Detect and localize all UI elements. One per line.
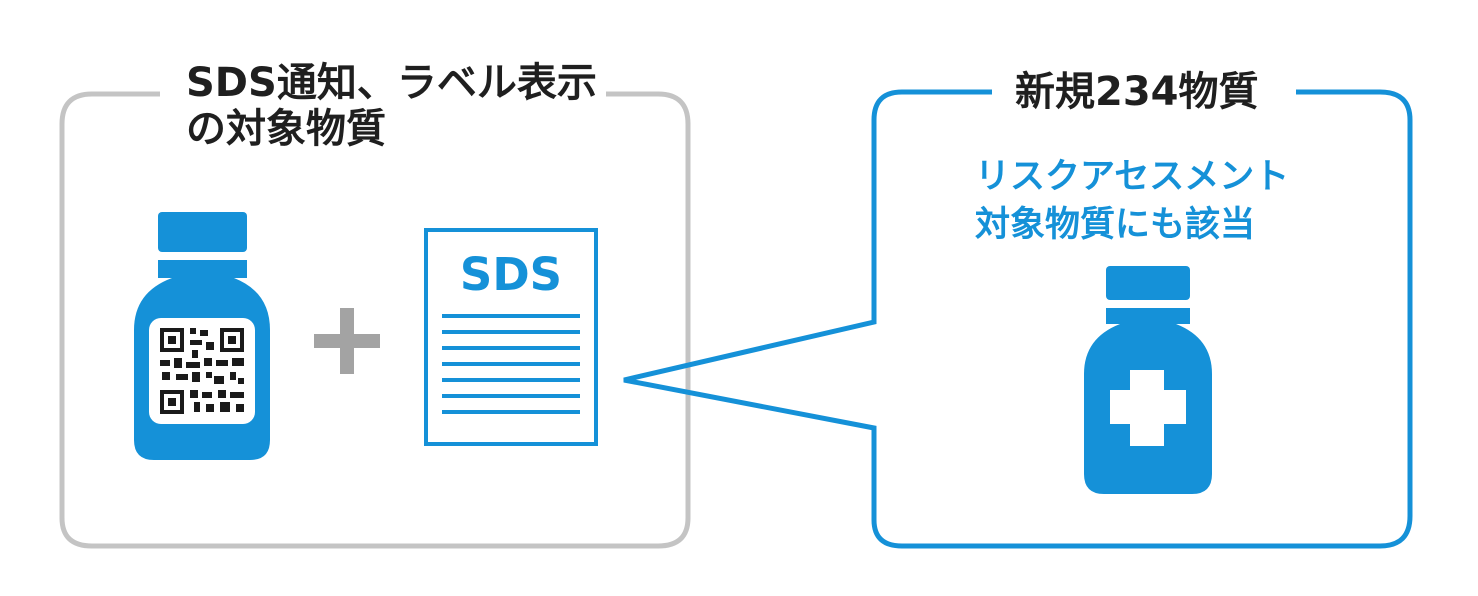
qr-code-bottle-icon [134,212,270,460]
left-title-line-1: SDS通知、ラベル表示 [186,60,597,106]
medical-bottle-icon [1084,266,1212,494]
left-frame [59,91,691,549]
left-title-line-2: の対象物質 [186,106,386,152]
right-subtitle-line-2: 対象物質にも該当 [975,205,1256,245]
speech-bubble-frame [623,89,1413,549]
right-box-title: 新規234物質 [1015,69,1259,115]
left-box-title: SDS通知、ラベル表示 の対象物質 [186,60,597,152]
sds-document-label: SDS [459,248,563,301]
plus-icon [314,308,380,374]
right-subtitle-line-1: リスクアセスメント [975,157,1290,197]
right-box-subtitle: リスクアセスメント 対象物質にも該当 [975,153,1289,249]
document-icon [424,228,598,446]
